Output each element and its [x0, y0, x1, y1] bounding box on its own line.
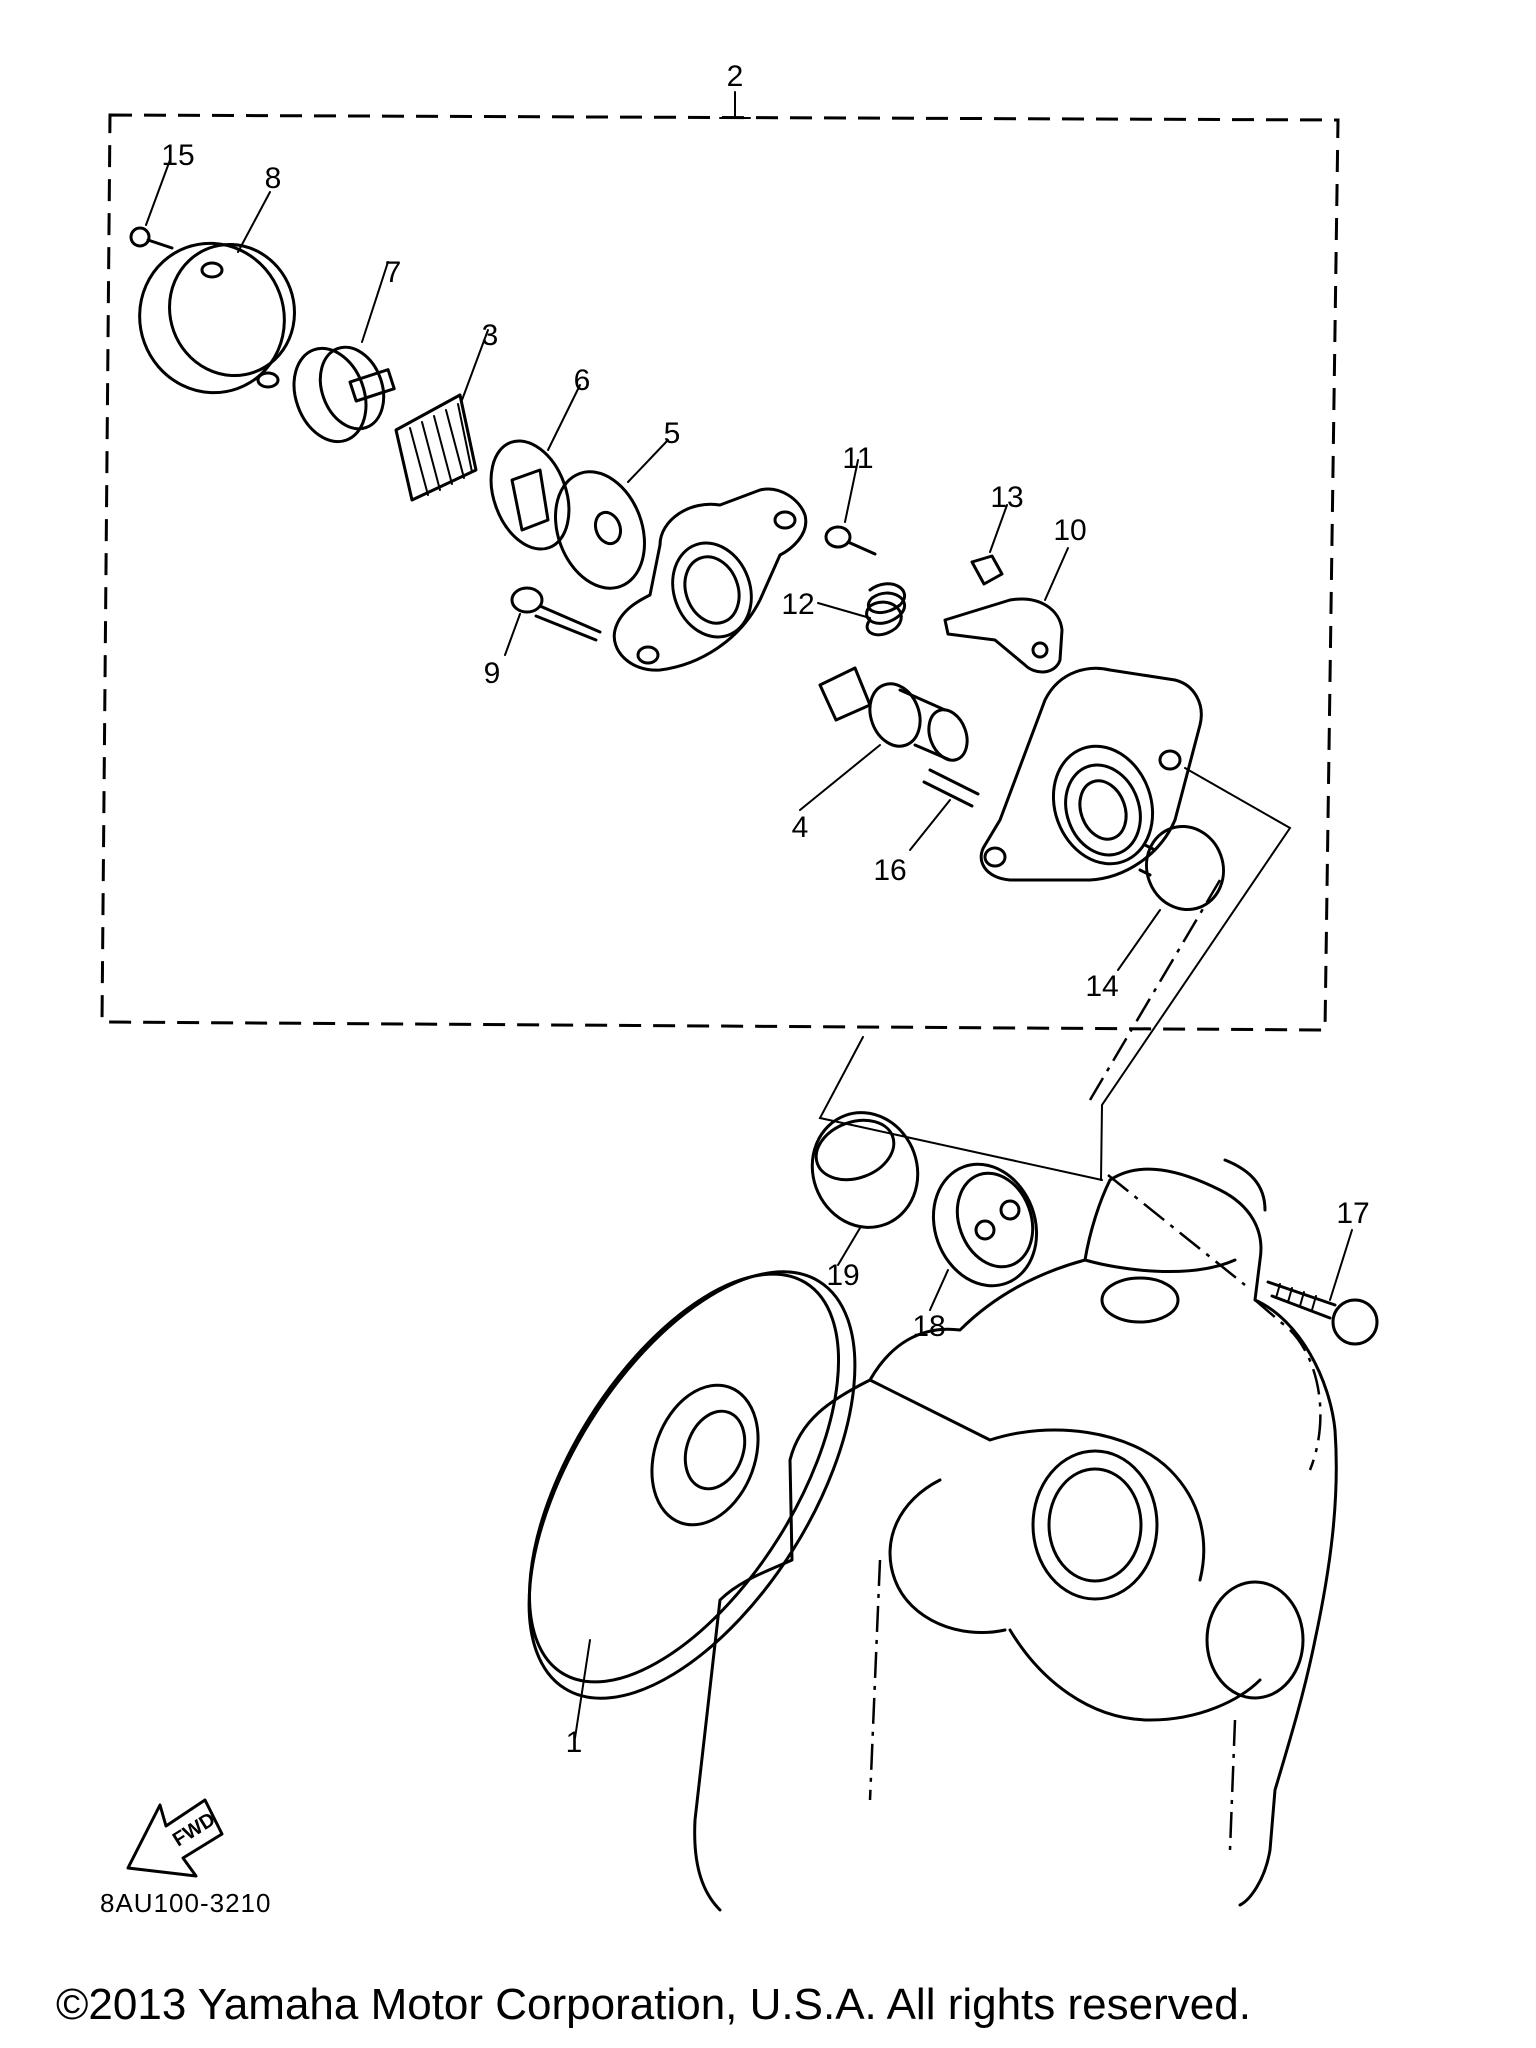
callout-3: 3 — [482, 319, 499, 352]
part-4-shaft — [818, 666, 969, 762]
part-18-seal — [931, 1162, 1039, 1288]
callout-leader-18 — [929, 1269, 949, 1311]
part-14-plug — [1138, 824, 1225, 912]
engine-block — [693, 1158, 1338, 1912]
callout-9: 9 — [484, 657, 501, 690]
callout-leader-10 — [1044, 547, 1069, 601]
callout-7: 7 — [385, 256, 402, 289]
part-12-spring — [865, 582, 907, 637]
assembly-boundary — [100, 113, 1340, 1032]
callout-2: 2 — [727, 60, 744, 93]
pump-body — [979, 666, 1203, 882]
callout-leader-12 — [817, 602, 871, 619]
part-19-plug — [810, 1111, 920, 1229]
callout-leader-19 — [837, 1227, 861, 1266]
callout-8: 8 — [265, 162, 282, 195]
callout-leader-15 — [145, 159, 171, 226]
callout-leader-2 — [719, 91, 751, 119]
callout-leader-7 — [361, 261, 389, 343]
fwd-arrow-icon: FWD — [126, 1798, 224, 1878]
callout-14: 14 — [1085, 970, 1118, 1003]
connector-line-right — [1100, 767, 1292, 1181]
connector-line-left — [818, 1036, 1103, 1181]
callout-16: 16 — [873, 854, 906, 887]
part-8-cover — [138, 241, 296, 395]
callout-leader-3 — [461, 329, 489, 401]
callout-leader-1 — [574, 1639, 591, 1739]
callout-11: 11 — [842, 442, 873, 475]
part-5-washer — [554, 470, 646, 590]
callout-17: 17 — [1336, 1197, 1369, 1230]
copyright-notice: ©2013 Yamaha Motor Corporation, U.S.A. A… — [56, 1980, 1251, 2029]
callout-19: 19 — [826, 1259, 859, 1292]
callout-12: 12 — [781, 588, 814, 621]
part-9-bolt — [510, 586, 602, 642]
callout-leader-5 — [627, 439, 669, 483]
part-11-bolt — [824, 525, 877, 556]
callout-10: 10 — [1053, 514, 1086, 547]
callout-4: 4 — [792, 811, 809, 844]
callout-1: 1 — [566, 1726, 583, 1759]
callout-leader-9 — [504, 613, 521, 656]
part-6-plate — [489, 439, 571, 551]
part-7-rotor — [292, 345, 396, 444]
part-16-pin — [922, 768, 980, 808]
pump-housing-flange — [612, 487, 808, 672]
diagram-code: 8AU100-3210 — [100, 1888, 272, 1918]
callout-leader-11 — [844, 459, 859, 523]
callout-leader-4 — [799, 744, 881, 811]
part-1-gasket — [527, 1270, 857, 1700]
part-13-nut — [970, 554, 1004, 586]
callout-leader-13 — [989, 504, 1008, 553]
callout-6: 6 — [574, 364, 591, 397]
callout-leader-6 — [547, 384, 581, 451]
part-10-lever — [943, 597, 1064, 674]
callout-leader-17 — [1329, 1229, 1353, 1301]
part-15-bolt — [129, 226, 174, 250]
callout-18: 18 — [912, 1310, 945, 1343]
part-17-bolt — [1266, 1280, 1379, 1346]
part-3-worm-gear — [394, 393, 478, 502]
callout-leader-14 — [1117, 909, 1161, 971]
callout-13: 13 — [990, 481, 1023, 514]
centerline-pump — [1088, 879, 1222, 1101]
callout-leader-8 — [237, 191, 271, 253]
callout-leader-16 — [909, 799, 951, 851]
callout-15: 15 — [161, 139, 194, 172]
callout-5: 5 — [664, 417, 681, 450]
